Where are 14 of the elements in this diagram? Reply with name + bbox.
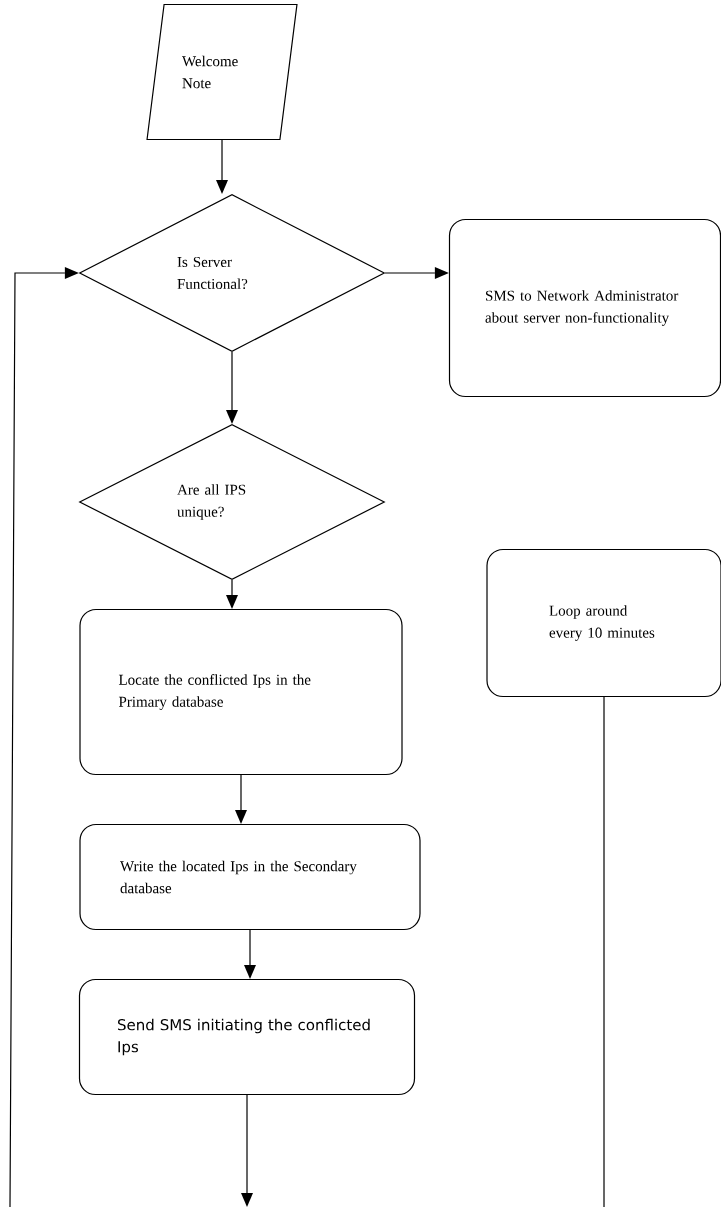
process-box: SMS to Network Administrator about server non-functionality bbox=[448, 218, 721, 398]
arrow bbox=[235, 774, 247, 824]
arrow bbox=[226, 579, 238, 609]
arrow bbox=[226, 351, 238, 424]
arrow bbox=[9, 267, 79, 1208]
process-box: Loop around every 10 minutes bbox=[486, 548, 721, 698]
arrow bbox=[216, 139, 228, 194]
process-box: Locate the conflicted Ips in the Primary database bbox=[79, 608, 403, 776]
arrow bbox=[244, 929, 256, 979]
input-parallelogram: Welcome Note bbox=[146, 3, 298, 141]
process-box: Write the located Ips in the Secondary database bbox=[79, 823, 421, 931]
arrow bbox=[384, 267, 449, 279]
arrow bbox=[241, 1094, 253, 1207]
process-box: Send SMS initiating the conflicted Ips bbox=[78, 978, 416, 1096]
